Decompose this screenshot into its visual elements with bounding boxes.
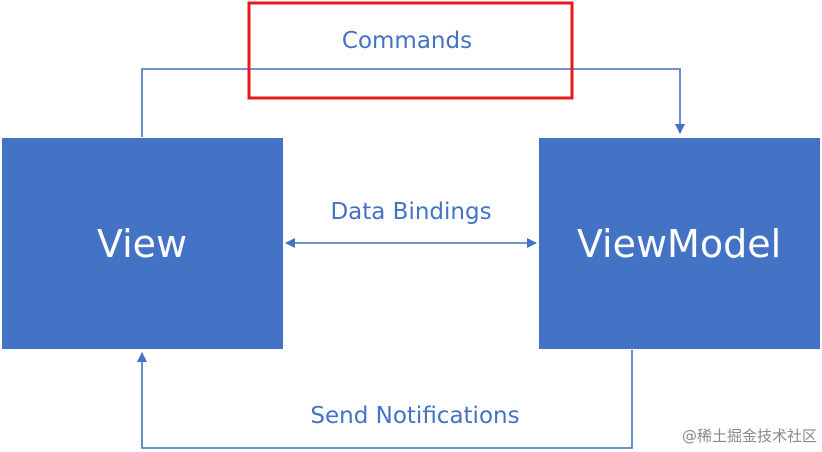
view-label: View <box>97 222 187 266</box>
send-notifications-arrow <box>137 350 633 449</box>
view-box <box>2 138 283 349</box>
viewmodel-box <box>539 138 820 349</box>
viewmodel-label: ViewModel <box>577 222 781 266</box>
commands-label: Commands <box>342 28 472 54</box>
commands-highlight-box <box>247 1 574 100</box>
data-bindings-label: Data Bindings <box>330 199 491 225</box>
send-notifications-label: Send Notifications <box>310 403 519 429</box>
watermark: @稀土掘金技术社区 <box>682 427 817 445</box>
commands-arrow <box>141 68 685 137</box>
